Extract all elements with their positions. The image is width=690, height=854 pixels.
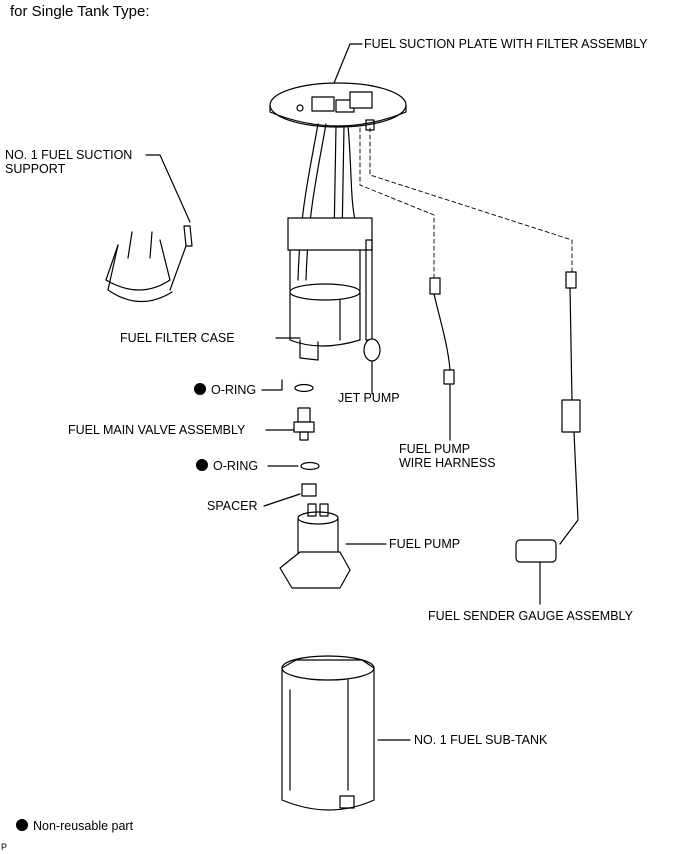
- hoses-shape: [297, 123, 357, 281]
- corner-mark: P: [1, 842, 8, 852]
- label-suction-plate: FUEL SUCTION PLATE WITH FILTER ASSEMBLY: [364, 37, 648, 51]
- oring-1-shape: [294, 383, 314, 393]
- main-valve-shape: [293, 407, 315, 441]
- filter-case-shape: [287, 217, 373, 361]
- dashed-connectors: [359, 127, 573, 279]
- spacer-shape: [301, 483, 317, 497]
- sender-gauge-shape: [515, 271, 581, 563]
- leader-lines: [145, 43, 541, 741]
- legend-text: Non-reusable part: [33, 819, 134, 833]
- non-reusable-dot-icon: [194, 383, 206, 395]
- legend: Non-reusable part: [16, 819, 133, 833]
- non-reusable-dot-icon: [196, 459, 208, 471]
- oring-2-text: O-RING: [213, 459, 259, 473]
- label-oring-1: O-RING: [194, 383, 256, 397]
- legend-dot-icon: [16, 819, 28, 831]
- wire-harness-shape: [429, 277, 455, 385]
- oring-2-shape: [300, 461, 320, 471]
- label-suction-support: NO. 1 FUEL SUCTION SUPPORT: [5, 148, 133, 176]
- sub-tank-shape: [281, 655, 375, 811]
- label-oring-2: O-RING: [196, 459, 258, 473]
- jet-pump-shape: [363, 239, 381, 362]
- label-main-valve: FUEL MAIN VALVE ASSEMBLY: [68, 423, 246, 437]
- label-sub-tank: NO. 1 FUEL SUB-TANK: [414, 733, 548, 747]
- label-filter-case: FUEL FILTER CASE: [120, 331, 235, 345]
- oring-1-text: O-RING: [211, 383, 257, 397]
- label-fuel-pump: FUEL PUMP: [389, 537, 461, 551]
- label-jet-pump: JET PUMP: [338, 391, 400, 405]
- label-sender-gauge: FUEL SENDER GAUGE ASSEMBLY: [428, 609, 633, 623]
- suction-plate-shape: [269, 82, 407, 131]
- label-wire-harness: FUEL PUMP WIRE HARNESS: [399, 442, 496, 470]
- fuel-pump-shape: [279, 503, 351, 589]
- page-heading: for Single Tank Type:: [10, 3, 150, 20]
- label-spacer: SPACER: [207, 499, 258, 513]
- suction-support-shape: [105, 225, 193, 303]
